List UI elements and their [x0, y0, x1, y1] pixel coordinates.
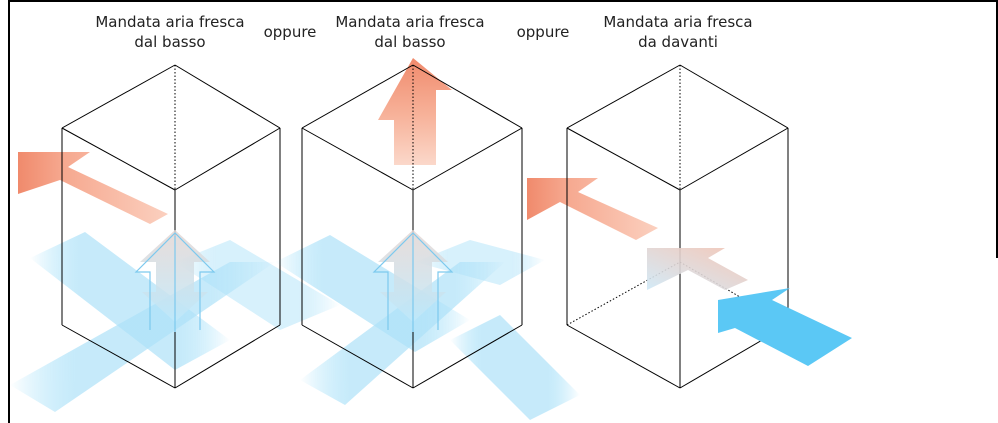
panel-2-fresh-air-streams: [275, 235, 580, 420]
panel-2-title-line2: dal basso: [374, 33, 446, 51]
separator-oppure-2: oppure: [516, 23, 570, 41]
panel-2-title: Mandata aria fresca dal basso: [320, 12, 500, 52]
panel-1-fresh-air-streams: [10, 232, 340, 412]
panel-3-fresh-intake-arrow: [718, 288, 852, 366]
panel-2-title-line1: Mandata aria fresca: [335, 13, 485, 31]
panel-3-title-line2: da davanti: [638, 33, 718, 51]
panel-1-title-line1: Mandata aria fresca: [95, 13, 245, 31]
panel-1-title: Mandata aria fresca dal basso: [80, 12, 260, 52]
panel-3-warm-exhaust-arrow: [527, 178, 658, 240]
panel-2-cube: [301, 64, 523, 389]
frame-left-border: [8, 0, 10, 423]
panel-1-updraft-arrow: [134, 230, 216, 332]
panel-1-title-line2: dal basso: [134, 33, 206, 51]
panel-2-updraft-arrow: [372, 230, 454, 332]
panel-3-title: Mandata aria fresca da davanti: [588, 12, 768, 52]
panel-1-warm-exhaust-arrow: [18, 152, 168, 224]
panel-3-title-line1: Mandata aria fresca: [603, 13, 753, 31]
frame-right-border: [996, 0, 998, 258]
separator-oppure-1: oppure: [263, 23, 317, 41]
panel-2-warm-exhaust-arrow: [378, 58, 452, 165]
frame-top-border: [8, 0, 998, 2]
panel-3-cube: [566, 64, 789, 389]
panel-3-mixed-air-arrow: [647, 248, 748, 290]
panel-1-cube: [61, 64, 281, 389]
